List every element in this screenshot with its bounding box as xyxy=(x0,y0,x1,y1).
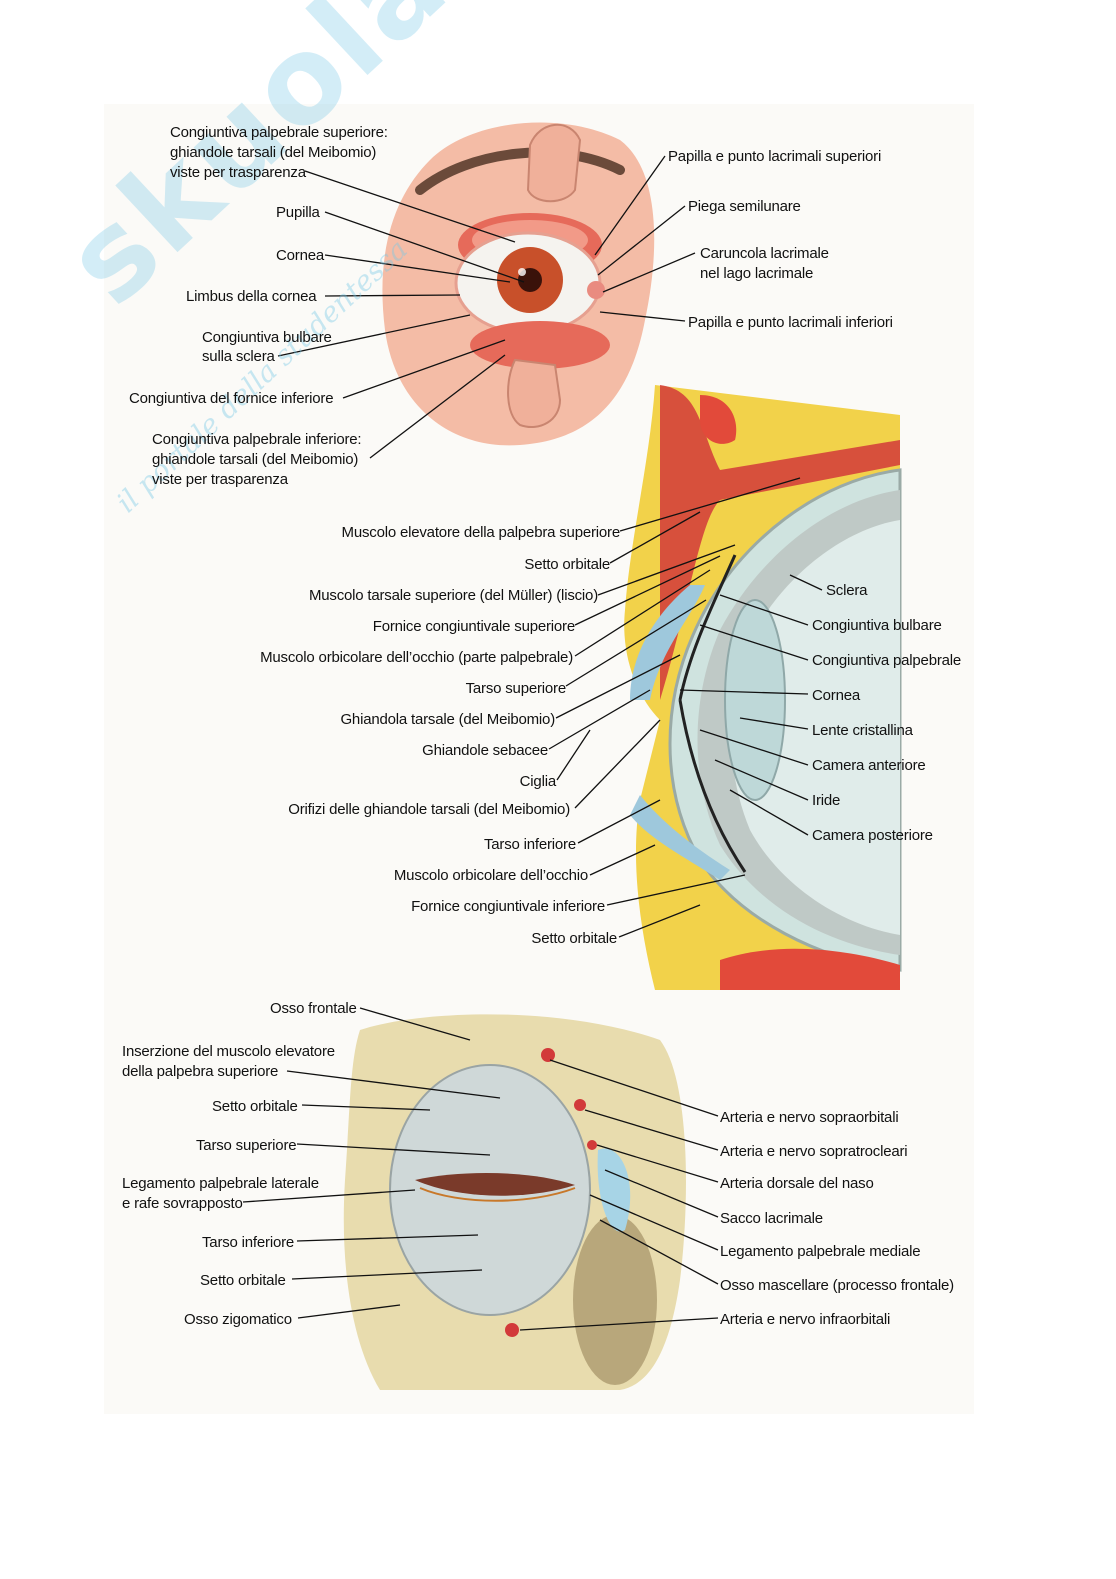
label-ghiandole-sebacee: Ghiandole sebacee xyxy=(422,742,548,759)
label-tarso-inferiore: Tarso inferiore xyxy=(483,836,576,853)
label-tarso-superiore: Tarso superiore xyxy=(465,680,567,697)
label-congiuntiva-bulbare-1: Congiuntiva bulbare xyxy=(202,329,332,346)
label-congiuntiva-palpebrale-inferiore-3: viste per trasparenza xyxy=(152,471,288,488)
label-sacco-lacrimale: Sacco lacrimale xyxy=(720,1210,823,1227)
leader-lines xyxy=(242,155,823,1331)
label-inserzione-muscolo-elevatore-1: Inserzione del muscolo elevatore xyxy=(122,1043,335,1060)
label-lente-cristallina: Lente cristallina xyxy=(812,722,913,739)
label-inserzione-muscolo-elevatore-2: della palpebra superiore xyxy=(122,1063,279,1080)
label-congiuntiva-bulbare-section: Congiuntiva bulbare xyxy=(812,617,942,634)
label-tarso-inferiore-bottom: Tarso inferiore xyxy=(202,1234,295,1251)
orbit-anterior-figure xyxy=(343,1014,686,1390)
label-papilla-punto-lacrimali-superiori: Papilla e punto lacrimali superiori xyxy=(668,148,882,165)
label-setto-orbitale-superiore: Setto orbitale xyxy=(524,556,610,573)
label-pupilla: Pupilla xyxy=(276,204,320,221)
label-arteria-nervo-sopratrocleari: Arteria e nervo sopratrocleari xyxy=(720,1143,908,1160)
label-legamento-palpebrale-laterale-1: Legamento palpebrale laterale xyxy=(122,1175,319,1192)
label-osso-zigomatico: Osso zigomatico xyxy=(184,1311,292,1328)
label-tarso-superiore-bottom: Tarso superiore xyxy=(196,1137,297,1154)
label-sclera: Sclera xyxy=(826,582,868,599)
external-eye-figure xyxy=(382,122,655,446)
label-congiuntiva-palpebrale-inferiore-1: Congiuntiva palpebrale inferiore: xyxy=(152,431,362,448)
label-legamento-palpebrale-laterale-2: e rafe sovrapposto xyxy=(122,1195,243,1212)
label-muscolo-orbicolare: Muscolo orbicolare dell’occhio xyxy=(393,867,588,884)
label-arteria-dorsale-naso: Arteria dorsale del naso xyxy=(720,1175,874,1192)
label-muscolo-elevatore: Muscolo elevatore della palpebra superio… xyxy=(341,524,621,541)
label-limbus-della-cornea: Limbus della cornea xyxy=(186,288,317,305)
label-osso-mascellare: Osso mascellare (processo frontale) xyxy=(720,1277,954,1294)
label-fornice-congiuntivale-superiore: Fornice congiuntivale superiore xyxy=(372,618,575,635)
lower-finger xyxy=(507,358,562,428)
label-congiuntiva-bulbare-2: sulla sclera xyxy=(202,348,275,365)
label-legamento-palpebrale-mediale: Legamento palpebrale mediale xyxy=(720,1243,921,1260)
label-congiuntiva-palpebrale-superiore-3: viste per trasparenza xyxy=(170,164,306,181)
label-cornea-section: Cornea xyxy=(812,687,860,704)
label-congiuntiva-palpebrale-section: Congiuntiva palpebrale xyxy=(812,652,962,669)
label-congiuntiva-palpebrale-superiore-2: ghiandole tarsali (del Meibomio) xyxy=(170,144,377,161)
label-setto-orbitale-bottom-2: Setto orbitale xyxy=(200,1272,286,1289)
label-congiuntiva-fornice-inferiore: Congiuntiva del fornice inferiore xyxy=(129,390,334,407)
label-camera-anteriore: Camera anteriore xyxy=(812,757,926,774)
lens-shape xyxy=(724,599,786,801)
sagittal-section-figure xyxy=(624,385,902,990)
label-caruncola-lacrimale-2: nel lago lacrimale xyxy=(700,265,814,282)
label-osso-frontale: Osso frontale xyxy=(270,1000,357,1017)
label-muscolo-tarsale-superiore: Muscolo tarsale superiore (del Müller) (… xyxy=(308,587,598,604)
label-iride: Iride xyxy=(812,792,841,809)
label-papilla-punto-lacrimali-inferiori: Papilla e punto lacrimali inferiori xyxy=(688,314,893,331)
label-congiuntiva-palpebrale-inferiore-2: ghiandole tarsali (del Meibomio) xyxy=(152,451,359,468)
label-cornea: Cornea xyxy=(276,247,324,264)
label-ghiandola-tarsale: Ghiandola tarsale (del Meibomio) xyxy=(340,711,555,728)
label-caruncola-lacrimale-1: Caruncola lacrimale xyxy=(700,245,829,262)
lid-margin-shape xyxy=(415,1173,575,1196)
label-arteria-nervo-sopraorbitali: Arteria e nervo sopraorbitali xyxy=(720,1109,899,1126)
label-setto-orbitale-inferiore: Setto orbitale xyxy=(531,930,617,947)
label-congiuntiva-palpebrale-superiore-1: Congiuntiva palpebrale superiore: xyxy=(170,124,388,141)
label-muscolo-orbicolare-palpebrale: Muscolo orbicolare dell’occhio (parte pa… xyxy=(260,649,573,666)
label-orifizi-ghiandole-tarsali: Orifizi delle ghiandole tarsali (del Mei… xyxy=(288,801,570,818)
label-piega-semilunare: Piega semilunare xyxy=(688,198,801,215)
label-camera-posteriore: Camera posteriore xyxy=(812,827,933,844)
label-arteria-nervo-infraorbitali: Arteria e nervo infraorbitali xyxy=(720,1311,891,1328)
label-ciglia: Ciglia xyxy=(519,773,557,790)
upper-finger xyxy=(526,123,582,203)
label-fornice-congiuntivale-inferiore: Fornice congiuntivale inferiore xyxy=(411,898,605,915)
label-setto-orbitale-bottom-1: Setto orbitale xyxy=(212,1098,298,1115)
